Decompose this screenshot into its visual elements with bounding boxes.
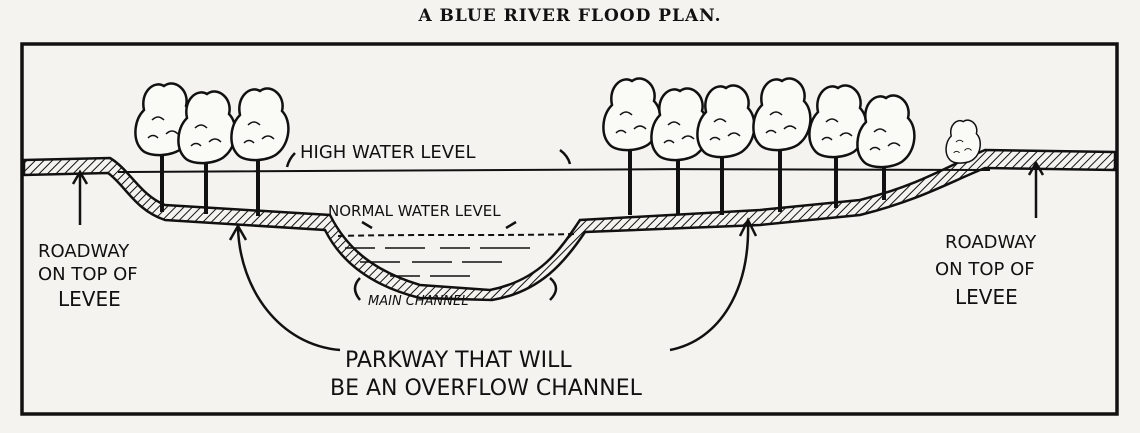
roadway-right-label-3: LEVEE: [955, 285, 1018, 309]
parkway-label-1: PARKWAY THAT WILL: [345, 348, 572, 373]
roadway-left-label-1: ROADWAY: [38, 241, 130, 262]
water-ripples: [345, 247, 530, 277]
ground-profile: [22, 148, 1117, 302]
roadway-right-label-2: ON TOP OF: [935, 259, 1035, 280]
roadway-left-label-3: LEVEE: [58, 287, 121, 311]
normal-water-surface: [337, 233, 576, 237]
pointer-arrows: [71, 149, 1045, 352]
high-water-label: HIGH WATER LEVEL: [300, 142, 476, 163]
roadway-right-label-1: ROADWAY: [945, 232, 1037, 253]
diagram-title: A BLUE RIVER FLOOD PLAN.: [418, 6, 722, 26]
high-water-line: [117, 168, 991, 173]
main-channel-label: MAIN CHANNEL: [368, 294, 468, 309]
trees-left: [134, 82, 290, 216]
normal-water-label: NORMAL WATER LEVEL: [328, 202, 501, 220]
roadway-left-label-2: ON TOP OF: [38, 264, 138, 285]
trees-right: [602, 77, 981, 215]
parkway-label-2: BE AN OVERFLOW CHANNEL: [330, 376, 643, 401]
diagram-frame: [20, 42, 1119, 416]
